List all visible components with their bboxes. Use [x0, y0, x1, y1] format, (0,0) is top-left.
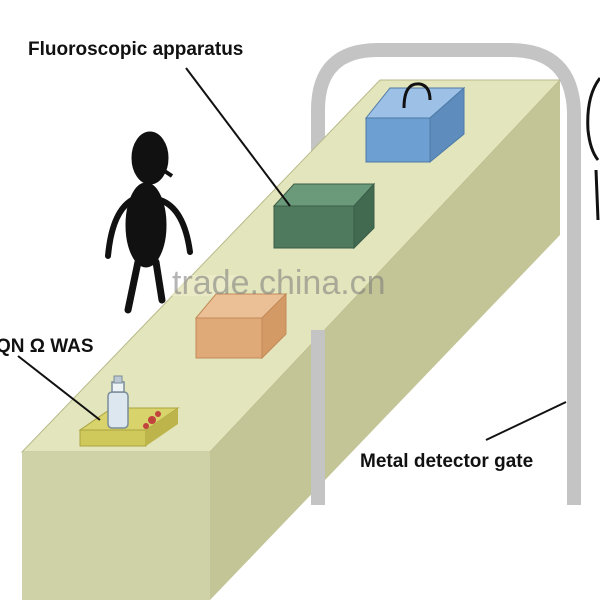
label-qn-was: QN Ω WAS	[0, 336, 94, 357]
leader-fluoroscopic	[185, 67, 291, 207]
blue-suitcase	[364, 82, 466, 164]
green-box	[272, 182, 376, 250]
suitcase-handle-icon	[402, 82, 432, 109]
watermark-text: trade.china.cn	[172, 264, 386, 302]
leader-lines	[17, 67, 567, 441]
leader-qn-was	[17, 355, 101, 421]
orange-box	[194, 292, 288, 360]
sample-tray	[78, 407, 180, 447]
person-edge-partial	[586, 77, 600, 221]
belt-front-face	[22, 452, 210, 600]
person-silhouette-icon	[105, 131, 193, 314]
gate-back-post	[311, 43, 581, 330]
belt-side-face	[210, 80, 560, 600]
conveyor-belt	[20, 79, 562, 600]
bottle-icon	[107, 375, 129, 429]
label-metal-detector-gate: Metal detector gate	[360, 451, 534, 472]
label-fluoroscopic-apparatus: Fluoroscopic apparatus	[28, 39, 244, 60]
gate-front-post	[311, 262, 581, 505]
leader-metal-detector	[485, 401, 567, 441]
